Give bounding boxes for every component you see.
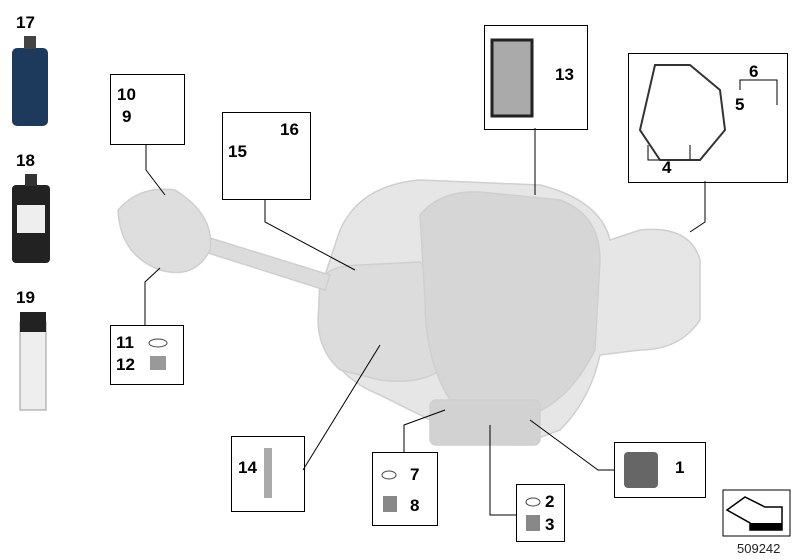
final-drive: [117, 188, 212, 274]
part-label-2[interactable]: 2: [545, 492, 555, 511]
ring-7-icon: [381, 470, 397, 480]
part-label-17[interactable]: 17: [16, 13, 35, 32]
engine-cover: [419, 191, 601, 421]
part-label-13[interactable]: 13: [555, 65, 574, 84]
part-box-9-10[interactable]: [110, 74, 185, 145]
part-label-8[interactable]: 8: [410, 496, 420, 515]
oil-pan: [429, 399, 541, 446]
part-label-4[interactable]: 4: [662, 158, 672, 177]
part-label-7[interactable]: 7: [410, 465, 420, 484]
ring-11-icon: [148, 338, 168, 348]
part-box-2-3[interactable]: [516, 484, 565, 542]
part-label-16[interactable]: 16: [280, 120, 299, 139]
part-label-10[interactable]: 10: [117, 85, 136, 104]
drive-shaft: [204, 237, 331, 291]
plug-12-icon: [150, 356, 166, 370]
gasket-4: [638, 64, 727, 161]
plug-3-icon: [526, 515, 540, 531]
cap-1-icon: [624, 452, 658, 488]
part-label-9[interactable]: 9: [122, 107, 132, 126]
part-box-7-8[interactable]: [372, 452, 438, 526]
cylinder-head-cover: [317, 261, 441, 382]
part-box-11-12[interactable]: [110, 325, 184, 385]
oil-bottle-18: [12, 174, 50, 263]
leader-line-7: [403, 409, 446, 452]
part-box-1[interactable]: [614, 442, 706, 498]
part-label-14[interactable]: 14: [238, 458, 257, 477]
part-label-1[interactable]: 1: [675, 458, 685, 477]
ring-2-icon: [525, 497, 541, 507]
part-label-12[interactable]: 12: [116, 355, 135, 374]
leader-line-10: [145, 143, 166, 196]
leader-line-14: [302, 344, 381, 471]
part-box-13[interactable]: [484, 25, 588, 130]
leader-line-2: [489, 425, 516, 516]
spark-plug-14-icon: [264, 448, 272, 498]
part-label-11[interactable]: 11: [116, 333, 134, 352]
part-label-5[interactable]: 5: [735, 95, 745, 114]
leader-line-11: [144, 267, 161, 325]
part-label-3[interactable]: 3: [545, 515, 555, 534]
spray-can-19: [19, 312, 47, 411]
part-box-4-6[interactable]: [628, 53, 788, 183]
part-box-15-16[interactable]: [222, 112, 311, 200]
leader-line-4: [689, 181, 706, 233]
diagram-id: 509242: [737, 541, 781, 556]
plug-8-icon: [383, 496, 397, 512]
leader-line-6: [739, 79, 778, 105]
air-filter-13: [490, 38, 534, 118]
part-label-19[interactable]: 19: [16, 288, 35, 307]
leader-line-16: [264, 198, 356, 271]
part-label-15[interactable]: 15: [228, 142, 247, 161]
part-label-6[interactable]: 6: [749, 62, 759, 81]
leader-line-1: [529, 419, 614, 471]
part-label-18[interactable]: 18: [16, 151, 35, 170]
part-box-14[interactable]: [231, 436, 305, 512]
oil-bottle-17: [12, 36, 48, 126]
